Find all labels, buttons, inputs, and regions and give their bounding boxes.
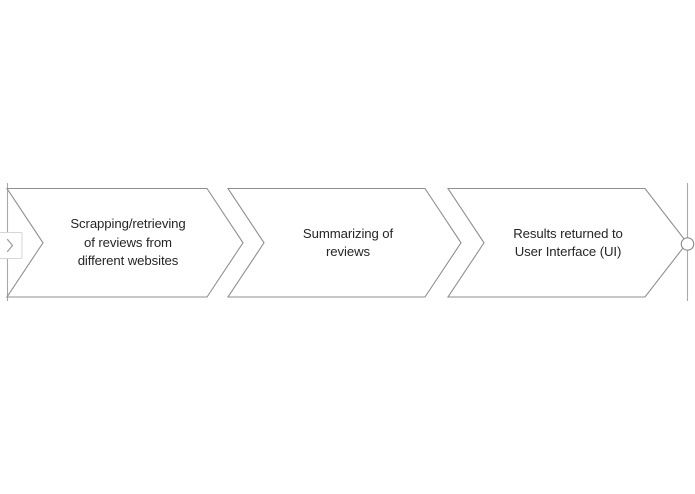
circle-handle-icon[interactable] bbox=[680, 237, 695, 251]
chevron-step-1[interactable] bbox=[5, 187, 244, 298]
chevron-right-icon[interactable] bbox=[6, 238, 14, 253]
step-label-results-returned-ui: Results returned to User Interface (UI) bbox=[513, 225, 623, 260]
chevron-step-3[interactable] bbox=[446, 187, 688, 298]
step-label-summarizing-reviews: Summarizing of reviews bbox=[302, 225, 394, 260]
left-panel-handle[interactable] bbox=[0, 232, 23, 259]
chevron-step-2[interactable] bbox=[226, 187, 462, 298]
step-label-scrapping-retrieving-reviews: Scrapping/retrieving of reviews from dif… bbox=[70, 216, 186, 269]
